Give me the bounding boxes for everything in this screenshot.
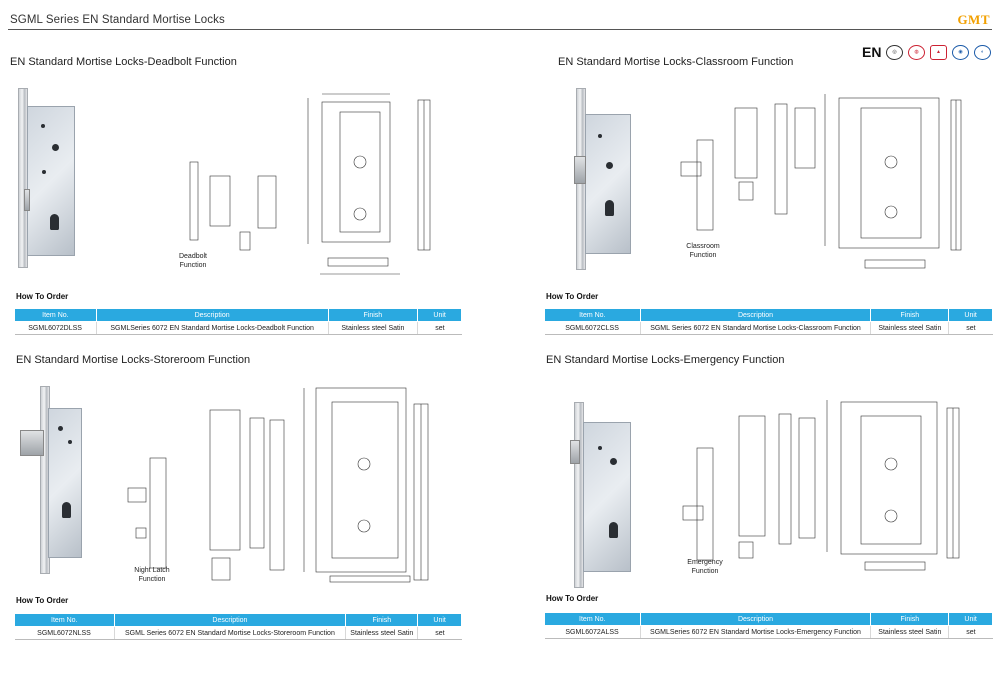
column-unit: Unit bbox=[948, 308, 993, 322]
column-item-no: Item No. bbox=[544, 308, 641, 322]
function-caption: Night Latch Function bbox=[134, 567, 170, 583]
column-item-no: Item No. bbox=[14, 308, 97, 322]
column-description: Description bbox=[95, 308, 329, 322]
section-classroom: EN Standard Mortise Locks-Classroom Func… bbox=[540, 56, 995, 376]
unit-cell: set bbox=[948, 625, 993, 639]
column-unit: Unit bbox=[417, 613, 462, 627]
en-mark: EN bbox=[862, 44, 882, 60]
unit-cell: set bbox=[948, 321, 993, 335]
table-row: SGML6072ALSS SGMLSeries 6072 EN Standard… bbox=[544, 625, 993, 639]
item-no-cell: SGML6072CLSS bbox=[544, 321, 641, 335]
column-description: Description bbox=[639, 308, 872, 322]
how-to-order-label: How To Order bbox=[16, 596, 69, 605]
section-storeroom: EN Standard Mortise Locks-Storeroom Func… bbox=[10, 354, 500, 674]
column-description: Description bbox=[639, 612, 872, 626]
description-cell: SGMLSeries 6072 EN Standard Mortise Lock… bbox=[96, 321, 329, 335]
finish-cell: Stainless steel Satin bbox=[328, 321, 419, 335]
unit-cell: set bbox=[417, 626, 462, 640]
order-table: Item No. Description Finish Unit SGML607… bbox=[14, 613, 462, 640]
lock-photo bbox=[568, 84, 638, 274]
technical-drawing bbox=[675, 82, 975, 282]
how-to-order-label: How To Order bbox=[16, 292, 69, 301]
technical-drawing bbox=[180, 84, 460, 284]
cnas-mark-icon: ◐ bbox=[974, 45, 991, 60]
ccc-mark-icon: ◎ bbox=[886, 45, 903, 60]
table-row: SGML6072DLSS SGMLSeries 6072 EN Standard… bbox=[14, 321, 462, 335]
how-to-order-label: How To Order bbox=[546, 292, 599, 301]
certification-marks: EN ◎ ◍ ▲ ◉ ◐ bbox=[862, 44, 992, 62]
section-title: EN Standard Mortise Locks-Classroom Func… bbox=[558, 56, 794, 68]
function-caption: Emergency Function bbox=[687, 559, 723, 575]
column-item-no: Item No. bbox=[544, 612, 641, 626]
lock-photo bbox=[16, 382, 86, 578]
header-divider bbox=[8, 29, 992, 30]
table-row: SGML6072CLSS SGML Series 6072 EN Standar… bbox=[544, 321, 993, 335]
how-to-order-label: How To Order bbox=[546, 594, 599, 603]
description-cell: SGML Series 6072 EN Standard Mortise Loc… bbox=[114, 626, 347, 640]
finish-cell: Stainless steel Satin bbox=[345, 626, 419, 640]
section-deadbolt: EN Standard Mortise Locks-Deadbolt Funct… bbox=[10, 56, 500, 376]
order-table-header: Item No. Description Finish Unit bbox=[14, 613, 462, 627]
section-emergency: EN Standard Mortise Locks-Emergency Func… bbox=[540, 354, 995, 674]
section-title: EN Standard Mortise Locks-Storeroom Func… bbox=[16, 354, 251, 366]
column-finish: Finish bbox=[345, 613, 419, 627]
nta-mark-icon: ◍ bbox=[908, 45, 925, 60]
technical-drawing bbox=[120, 380, 460, 590]
item-no-cell: SGML6072NLSS bbox=[14, 626, 115, 640]
column-finish: Finish bbox=[870, 612, 950, 626]
lock-photo bbox=[568, 398, 638, 594]
cx-mark-icon: ▲ bbox=[930, 45, 947, 60]
order-table-header: Item No. Description Finish Unit bbox=[544, 612, 993, 626]
global-mark-icon: ◉ bbox=[952, 45, 969, 60]
finish-cell: Stainless steel Satin bbox=[870, 625, 950, 639]
function-caption: Deadbolt Function bbox=[178, 253, 208, 269]
section-title: EN Standard Mortise Locks-Emergency Func… bbox=[546, 354, 785, 366]
column-unit: Unit bbox=[417, 308, 462, 322]
column-unit: Unit bbox=[948, 612, 993, 626]
technical-drawing bbox=[675, 388, 975, 588]
item-no-cell: SGML6072ALSS bbox=[544, 625, 641, 639]
order-table-header: Item No. Description Finish Unit bbox=[544, 308, 993, 322]
table-row: SGML6072NLSS SGML Series 6072 EN Standar… bbox=[14, 626, 462, 640]
order-table: Item No. Description Finish Unit SGML607… bbox=[544, 308, 993, 335]
page-header: SGML Series EN Standard Mortise Locks GM… bbox=[0, 0, 1000, 32]
lock-photo bbox=[14, 84, 84, 274]
finish-cell: Stainless steel Satin bbox=[870, 321, 950, 335]
section-title: EN Standard Mortise Locks-Deadbolt Funct… bbox=[10, 56, 237, 68]
description-cell: SGML Series 6072 EN Standard Mortise Loc… bbox=[640, 321, 872, 335]
brand-logo: GMT bbox=[957, 12, 990, 27]
description-cell: SGMLSeries 6072 EN Standard Mortise Lock… bbox=[640, 625, 872, 639]
column-finish: Finish bbox=[870, 308, 950, 322]
unit-cell: set bbox=[417, 321, 462, 335]
order-table: Item No. Description Finish Unit SGML607… bbox=[544, 612, 993, 639]
order-table-header: Item No. Description Finish Unit bbox=[14, 308, 462, 322]
column-finish: Finish bbox=[327, 308, 419, 322]
column-description: Description bbox=[113, 613, 347, 627]
item-no-cell: SGML6072DLSS bbox=[14, 321, 97, 335]
column-item-no: Item No. bbox=[14, 613, 115, 627]
page-title: SGML Series EN Standard Mortise Locks bbox=[10, 14, 225, 26]
function-caption: Classroom Function bbox=[686, 243, 720, 259]
order-table: Item No. Description Finish Unit SGML607… bbox=[14, 308, 462, 335]
